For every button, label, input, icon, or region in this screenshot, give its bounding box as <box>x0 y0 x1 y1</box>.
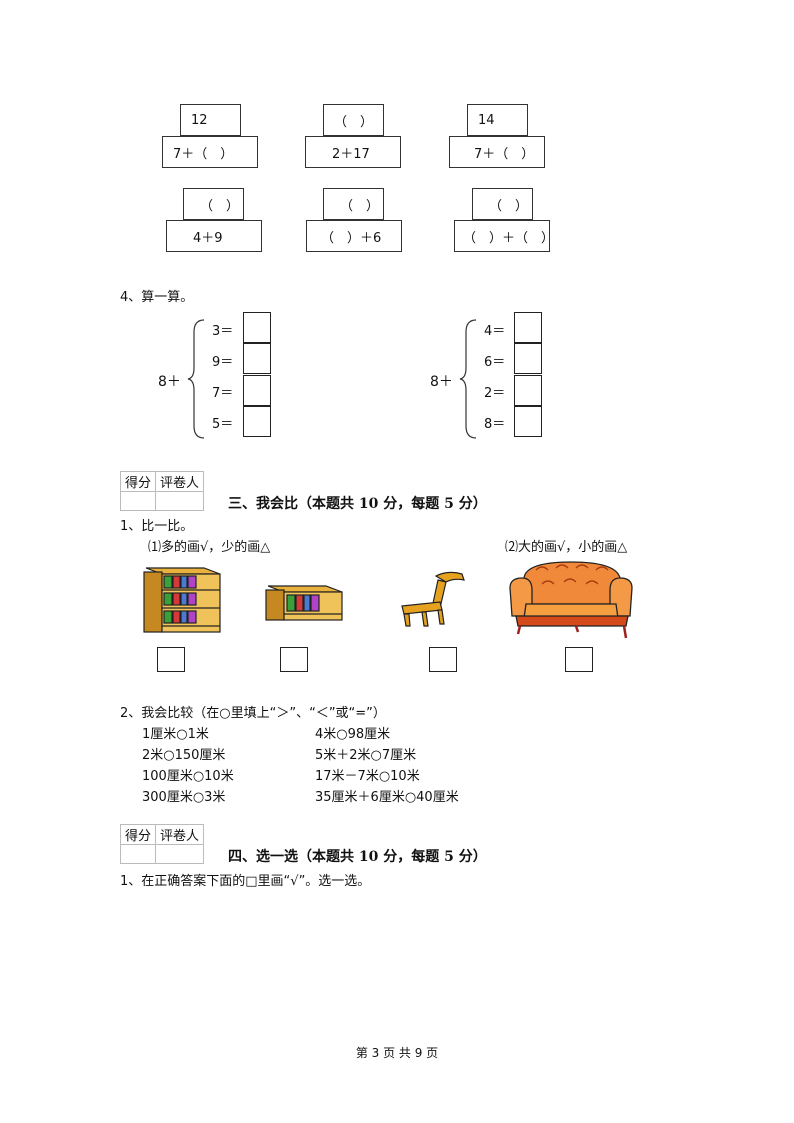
answer-box[interactable] <box>514 406 542 437</box>
puzzle-2-bottom: 2＋17 <box>305 136 401 168</box>
answer-box[interactable] <box>157 647 185 672</box>
puzzle-5-top: （ ） <box>323 188 384 220</box>
puzzle-6-top: （ ） <box>472 188 533 220</box>
q4-right-prefix: 8＋ <box>430 374 453 390</box>
grader-cell[interactable] <box>155 844 205 864</box>
q4-right-item: 4＝ <box>484 324 506 339</box>
puzzle-6-bottom: （ ）＋（ ） <box>454 220 554 252</box>
q4-left-prefix: 8＋ <box>158 374 181 390</box>
bookshelf-small-icon <box>265 585 343 621</box>
compare-item: 4米○98厘米 <box>315 727 391 742</box>
q4-left-item: 9＝ <box>212 355 234 370</box>
answer-box[interactable] <box>243 375 271 406</box>
grader-label: 评卷人 <box>155 471 205 492</box>
s3-sub2: ⑵大的画√，小的画△ <box>505 540 628 555</box>
s3-q2-title: 2、我会比较（在○里填上“＞”、“＜”或“=”） <box>120 706 386 721</box>
puzzle-1-top: 12 <box>180 104 241 136</box>
left-brace-icon <box>187 319 205 439</box>
compare-item: 5米＋2米○7厘米 <box>315 748 417 763</box>
score-cell[interactable] <box>119 844 157 864</box>
compare-item: 100厘米○10米 <box>142 769 234 784</box>
compare-item: 17米－7米○10米 <box>315 769 420 784</box>
puzzle-4-top: （ ） <box>183 188 244 220</box>
answer-box[interactable] <box>280 647 308 672</box>
score-table: 得分评卷人 <box>119 471 205 511</box>
s3-sub1: ⑴多的画√，少的画△ <box>148 540 271 555</box>
answer-box[interactable] <box>429 647 457 672</box>
score-label: 得分 <box>119 471 157 492</box>
q4-right-item: 6＝ <box>484 355 506 370</box>
puzzle-5-bottom: （ ）＋6 <box>306 220 402 252</box>
section4-title: 四、选一选（本题共 10 分，每题 5 分） <box>228 849 487 865</box>
puzzle-4-bottom: 4＋9 <box>166 220 262 252</box>
compare-item: 300厘米○3米 <box>142 790 226 805</box>
score-cell[interactable] <box>119 491 157 511</box>
score-label: 得分 <box>119 824 157 845</box>
q4-left-item: 5＝ <box>212 417 234 432</box>
compare-item: 1厘米○1米 <box>142 727 209 742</box>
puzzle-3-bottom: 7＋（ ） <box>449 136 545 168</box>
bookshelf-large-icon <box>143 567 221 633</box>
q4-left-item: 3＝ <box>212 324 234 339</box>
answer-box[interactable] <box>565 647 593 672</box>
grader-cell[interactable] <box>155 491 205 511</box>
answer-box[interactable] <box>514 343 542 374</box>
grader-label: 评卷人 <box>155 824 205 845</box>
section3-title: 三、我会比（本题共 10 分，每题 5 分） <box>228 496 487 512</box>
q4-right-item: 8＝ <box>484 417 506 432</box>
answer-box[interactable] <box>514 375 542 406</box>
puzzle-2-top: （ ） <box>323 104 384 136</box>
score-table: 得分评卷人 <box>119 824 205 864</box>
puzzle-3-top: 14 <box>467 104 528 136</box>
answer-box[interactable] <box>243 312 271 343</box>
s4-q1-title: 1、在正确答案下面的□里画“√”。选一选。 <box>120 874 371 889</box>
q4-title: 4、算一算。 <box>120 290 194 305</box>
page-footer: 第 3 页 共 9 页 <box>355 1046 439 1060</box>
q4-right-item: 2＝ <box>484 386 506 401</box>
compare-item: 35厘米＋6厘米○40厘米 <box>315 790 459 805</box>
puzzle-1-bottom: 7＋（ ） <box>162 136 258 168</box>
answer-box[interactable] <box>243 406 271 437</box>
right-brace-icon <box>459 319 477 439</box>
compare-item: 2米○150厘米 <box>142 748 226 763</box>
sofa-icon <box>509 561 633 639</box>
q4-left-item: 7＝ <box>212 386 234 401</box>
answer-box[interactable] <box>514 312 542 343</box>
answer-box[interactable] <box>243 343 271 374</box>
s3-q1-title: 1、比一比。 <box>120 519 194 534</box>
chair-icon <box>401 571 465 627</box>
